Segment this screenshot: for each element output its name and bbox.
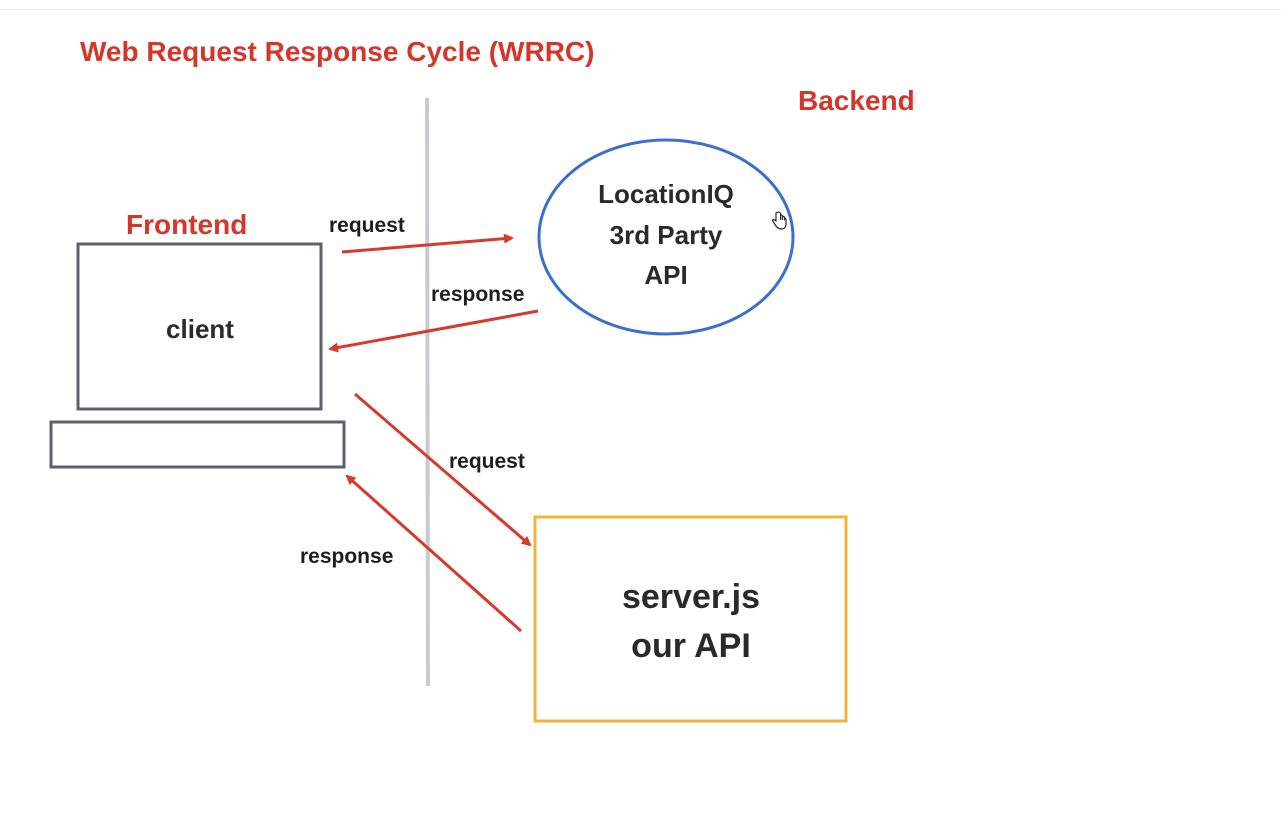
request-arrow-to-third-party xyxy=(341,233,514,254)
top-rule xyxy=(0,9,1281,10)
request-arrow-to-server xyxy=(354,392,532,547)
client-keyboard xyxy=(49,420,346,469)
request-label-third-party: request xyxy=(329,214,405,237)
frontend-heading: Frontend xyxy=(126,209,247,240)
third-party-line-3: API xyxy=(644,260,687,290)
server-line-2: our API xyxy=(631,627,751,665)
third-party-line-1: LocationIQ xyxy=(598,179,734,209)
request-label-server: request xyxy=(449,450,525,473)
hand-pointer-icon xyxy=(771,211,787,230)
backend-heading: Backend xyxy=(798,85,915,116)
server-line-1: server.js xyxy=(622,578,760,616)
response-arrow-from-third-party xyxy=(328,309,539,353)
server-node xyxy=(533,515,848,723)
response-label-server: response xyxy=(300,545,393,568)
frontend-backend-divider xyxy=(425,97,430,687)
response-label-third-party: response xyxy=(431,283,524,306)
response-arrow-from-server xyxy=(345,474,522,633)
diagram-title: Web Request Response Cycle (WRRC) xyxy=(80,36,594,67)
third-party-line-2: 3rd Party xyxy=(610,220,723,250)
client-label: client xyxy=(166,314,234,344)
third-party-api-node xyxy=(537,138,795,336)
client-monitor xyxy=(76,242,323,411)
